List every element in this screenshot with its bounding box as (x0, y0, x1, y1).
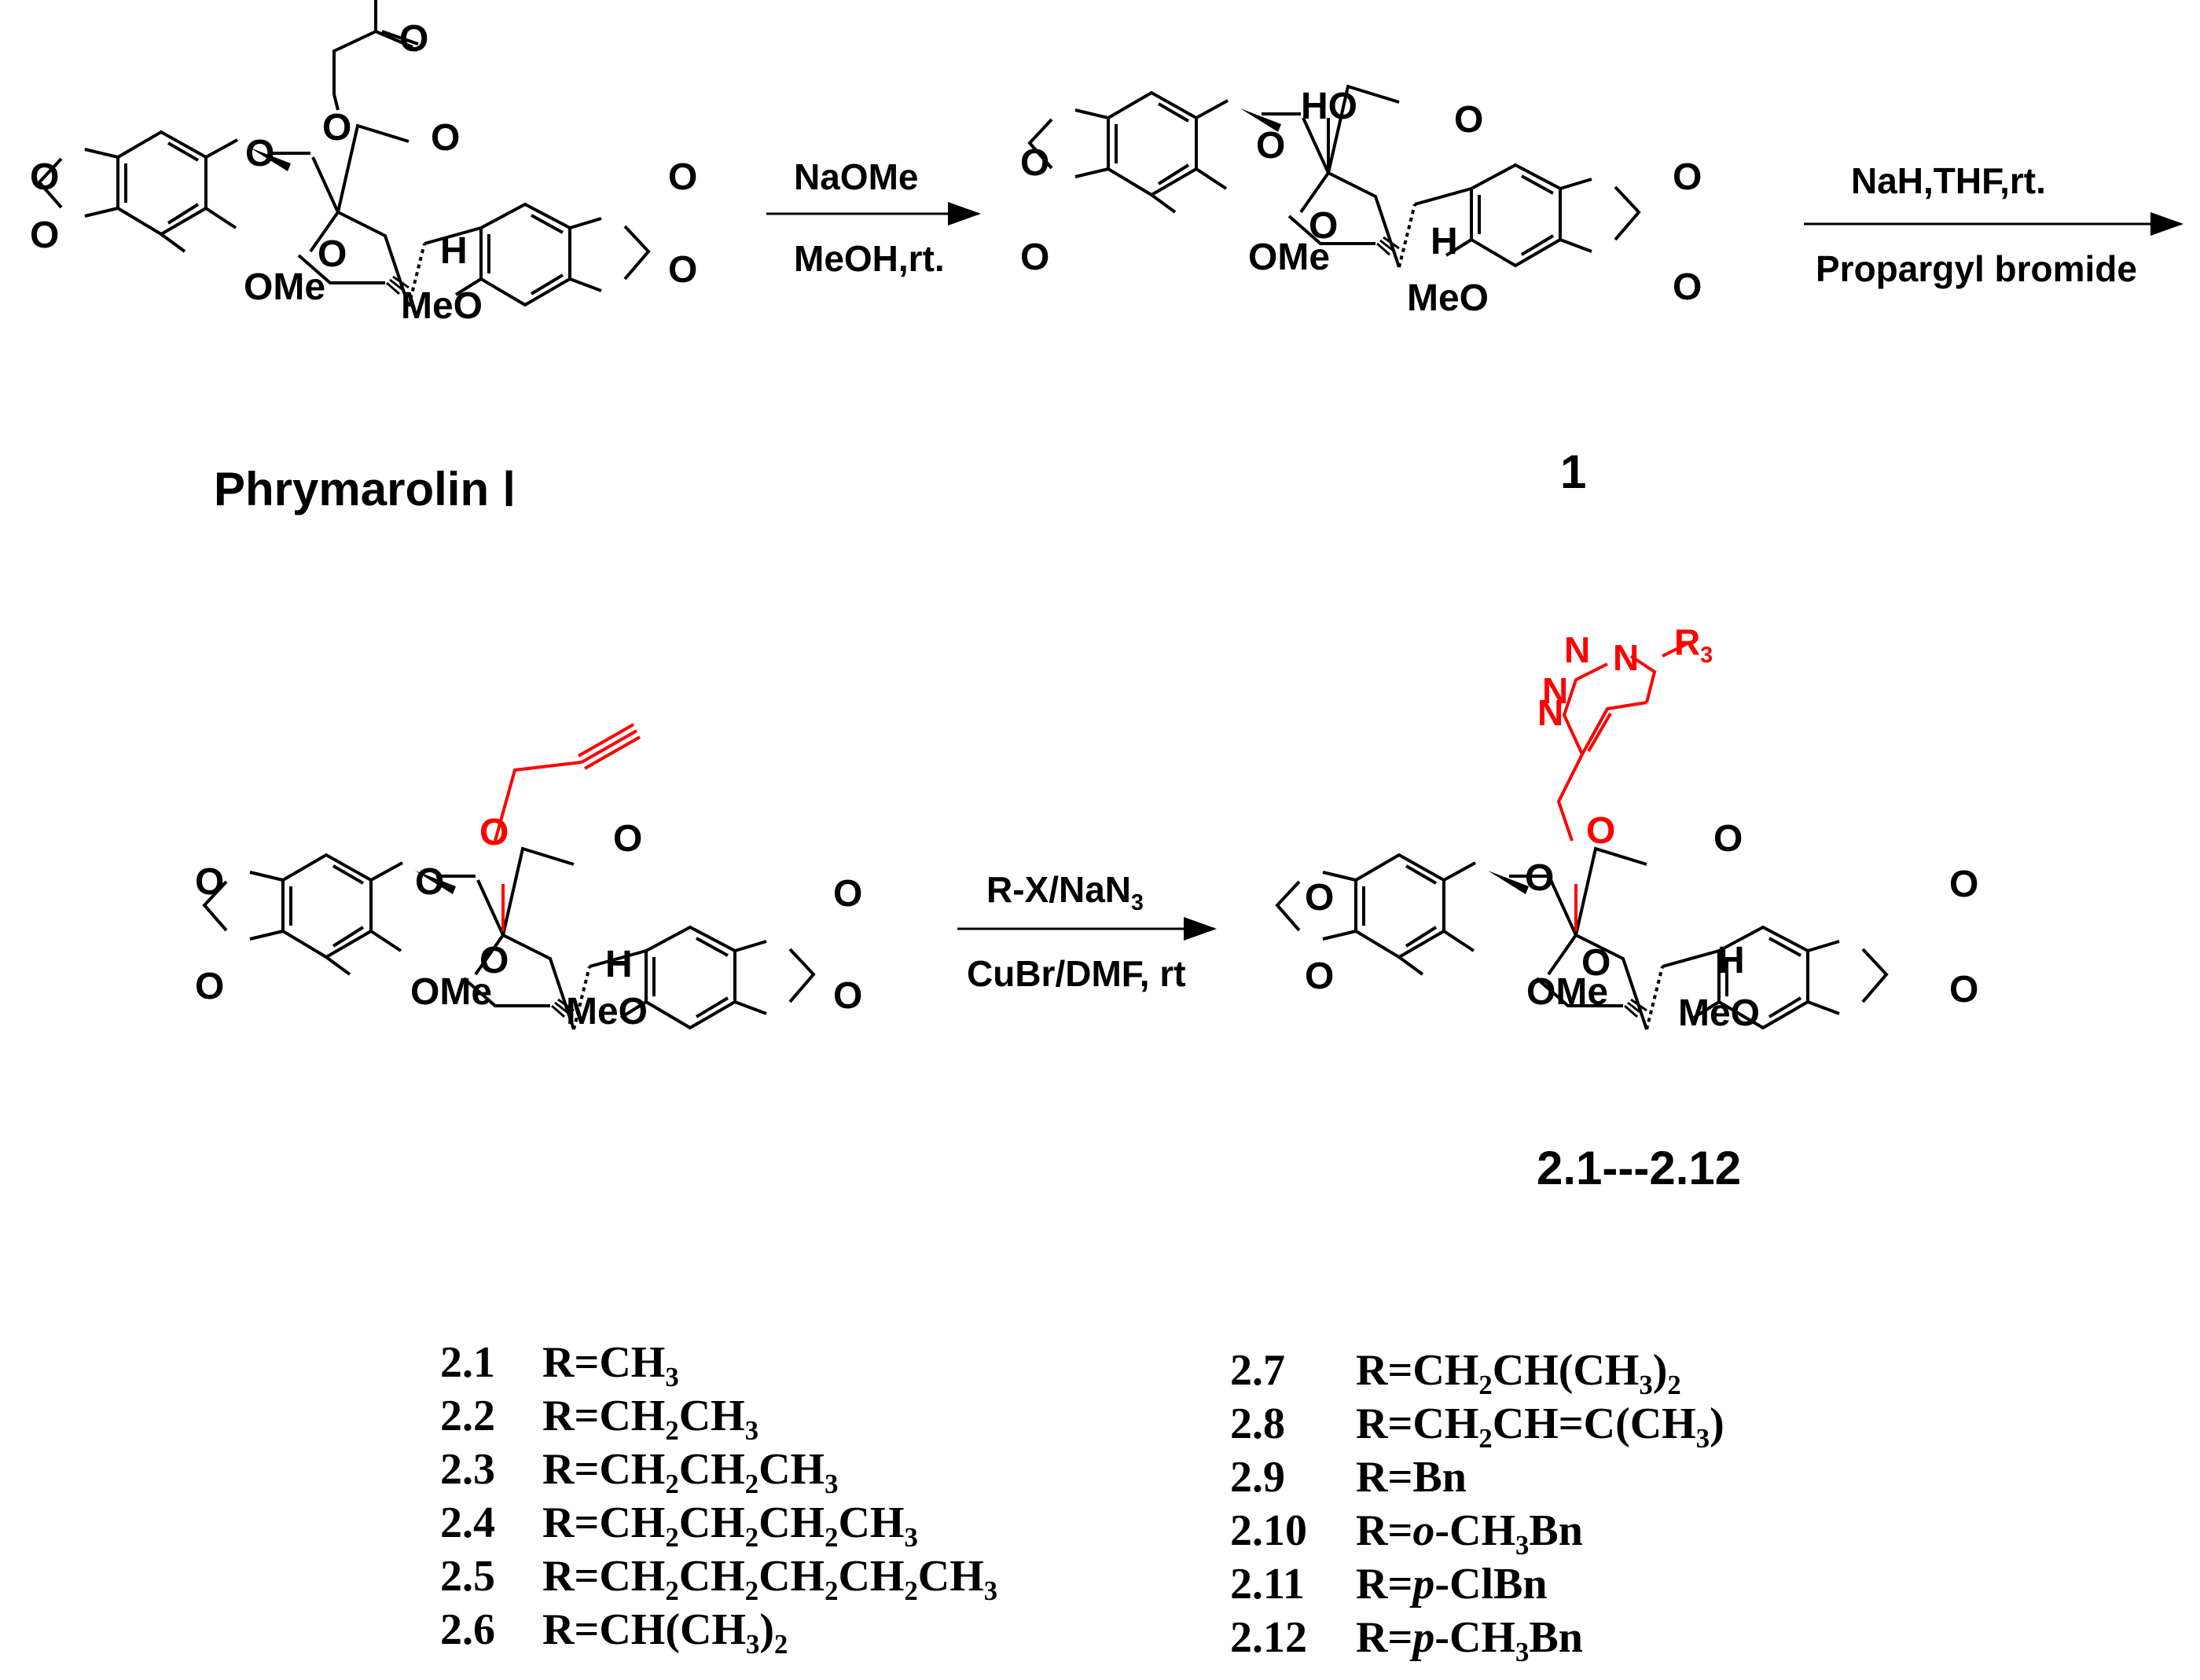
atom-o: O (479, 940, 509, 981)
atom-o: O (30, 156, 60, 198)
atom-o: O (431, 117, 461, 159)
atom-o: O (1673, 266, 1702, 308)
atom-o: O (833, 873, 863, 915)
atom-o: O (1020, 142, 1050, 184)
atom-o: O (1949, 969, 1979, 1011)
atom-h: H (605, 944, 633, 985)
atom-o: O (1454, 99, 1484, 141)
atom-ome: OMe (1526, 971, 1609, 1013)
atom-ho: HO (1301, 86, 1357, 127)
label-phrymarolin: Phrymarolin Ⅰ (214, 463, 516, 515)
atom-o: O (833, 975, 863, 1017)
atom-meo: MeO (401, 285, 483, 327)
atom-o: O (1581, 942, 1611, 984)
atom-o: O (1309, 205, 1339, 247)
atom-n: N (1537, 692, 1564, 733)
compound-1-structure (1028, 85, 1640, 269)
atom-o: O (245, 133, 275, 174)
atom-o-propargyl: O (479, 812, 509, 853)
atom-o-linker: O (1586, 810, 1616, 852)
phrymarolin-structure (38, 0, 650, 308)
atom-h: H (1717, 940, 1745, 981)
atom-o: O (668, 156, 698, 198)
atom-n: N (1613, 637, 1640, 678)
label-compound-1: 1 (1560, 446, 1587, 498)
atom-o: O (30, 215, 60, 256)
label-products: 2.1---2.12 (1537, 1142, 1742, 1194)
propargyl-ether-structure (203, 723, 815, 1031)
atom-o: O (1673, 156, 1702, 198)
atom-o: O (1305, 877, 1335, 919)
atom-o: O (1949, 864, 1979, 905)
atom-meo: MeO (566, 991, 648, 1033)
atom-ome: OMe (1248, 237, 1331, 278)
atom-o: O (318, 233, 347, 275)
atom-meo: MeO (1407, 277, 1489, 319)
atom-o: O (1305, 956, 1335, 997)
step2-reagent-top: NaH,THF,rt. (1851, 160, 2046, 201)
atom-n: N (1542, 670, 1569, 711)
step1-reagent-bottom: MeOH,rt. (794, 238, 945, 279)
atom-o: O (195, 861, 225, 903)
atom-o: O (195, 966, 225, 1007)
atom-ome: OMe (244, 266, 326, 308)
atom-o: O (668, 249, 698, 291)
atom-r3: R3 (1674, 622, 1713, 669)
step3-reagent-bottom: CuBr/DMF, rt (967, 953, 1186, 994)
atom-ome: OMe (410, 971, 493, 1013)
atom-o: O (613, 818, 643, 860)
atom-o: O (322, 107, 352, 149)
step2-reagent-bottom: Propargyl bromide (1816, 248, 2137, 289)
triazole-product-structure (1276, 643, 1888, 1031)
step1-reagent-top: NaOMe (794, 156, 919, 197)
atom-meo: MeO (1678, 992, 1761, 1034)
atom-o: O (1020, 237, 1050, 278)
atom-h: H (440, 230, 468, 272)
atom-o: O (1256, 125, 1286, 167)
atom-o: O (399, 18, 429, 60)
step3-reagent-top: R-X/NaN3 (986, 869, 1144, 915)
atom-n: N (1564, 629, 1591, 670)
atom-o: O (1713, 818, 1743, 860)
atom-o: O (1525, 857, 1555, 899)
atom-o: O (415, 861, 445, 903)
atom-h: H (1431, 221, 1458, 262)
